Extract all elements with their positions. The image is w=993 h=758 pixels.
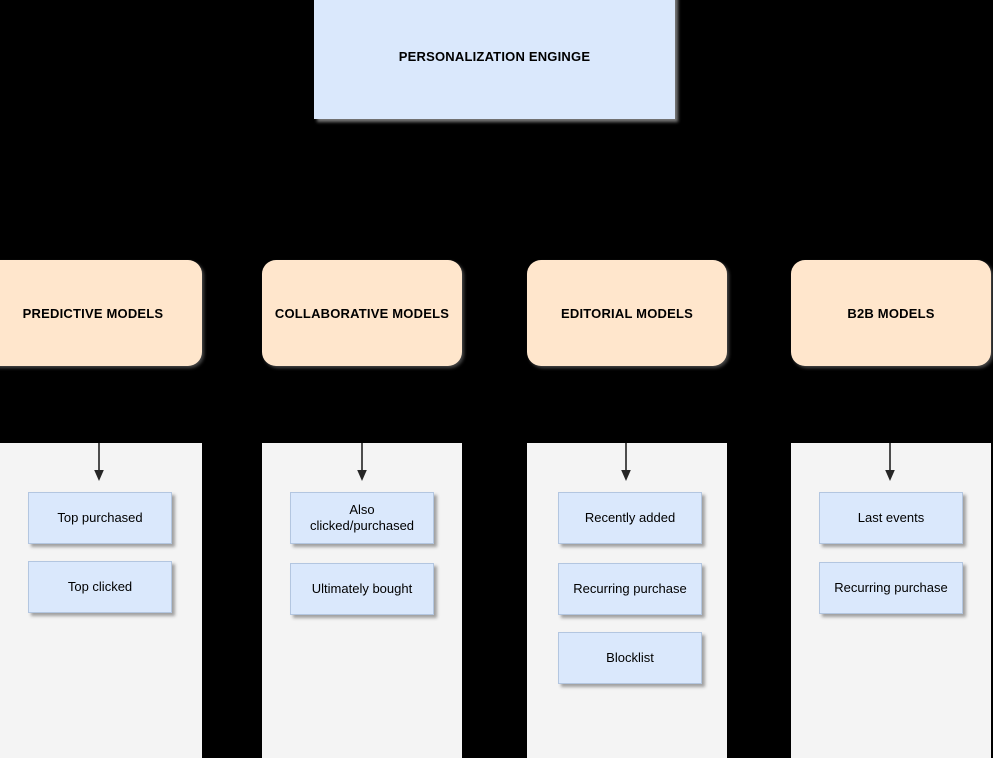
- leaf-node-label: Last events: [857, 510, 925, 525]
- node-editorial-models[interactable]: EDITORIAL MODELS: [527, 260, 727, 366]
- leaf-node-label: Also clicked/purchased: [309, 502, 415, 533]
- leaf-node-label: Recently added: [584, 510, 676, 525]
- arrow-down-icon-collaborative: [357, 443, 367, 481]
- arrow-down-icon-editorial: [621, 443, 631, 481]
- leaf-node[interactable]: Top purchased: [28, 492, 172, 544]
- leaf-node-label: Recurring purchase: [573, 581, 687, 596]
- node-b2b-models-label: B2B MODELS: [847, 305, 935, 321]
- leaf-node[interactable]: Recurring purchase: [819, 562, 963, 614]
- leaf-node[interactable]: Last events: [819, 492, 963, 544]
- node-collaborative-models-label: COLLABORATIVE MODELS: [274, 305, 450, 321]
- node-editorial-models-label: EDITORIAL MODELS: [560, 305, 693, 321]
- leaf-node[interactable]: Recently added: [558, 492, 702, 544]
- leaf-node-label: Top clicked: [67, 579, 133, 594]
- node-personalization-engine-label: PERSONALIZATION ENGINGE: [398, 49, 591, 64]
- node-b2b-models[interactable]: B2B MODELS: [791, 260, 991, 366]
- leaf-node[interactable]: Top clicked: [28, 561, 172, 613]
- node-collaborative-models[interactable]: COLLABORATIVE MODELS: [262, 260, 462, 366]
- node-personalization-engine[interactable]: PERSONALIZATION ENGINGE: [314, 0, 675, 119]
- arrow-down-icon-b2b: [885, 443, 895, 481]
- leaf-node-label: Top purchased: [57, 510, 143, 525]
- leaf-node-label: Blocklist: [606, 650, 654, 665]
- node-predictive-models-label: PREDICTIVE MODELS: [22, 305, 164, 321]
- leaf-node[interactable]: Ultimately bought: [290, 563, 434, 615]
- node-predictive-models[interactable]: PREDICTIVE MODELS: [0, 260, 202, 366]
- leaf-node[interactable]: Also clicked/purchased: [290, 492, 434, 544]
- leaf-node[interactable]: Blocklist: [558, 632, 702, 684]
- leaf-node-label: Recurring purchase: [834, 580, 948, 595]
- arrow-down-icon-predictive: [94, 443, 104, 481]
- leaf-node-label: Ultimately bought: [311, 581, 413, 596]
- leaf-node[interactable]: Recurring purchase: [558, 563, 702, 615]
